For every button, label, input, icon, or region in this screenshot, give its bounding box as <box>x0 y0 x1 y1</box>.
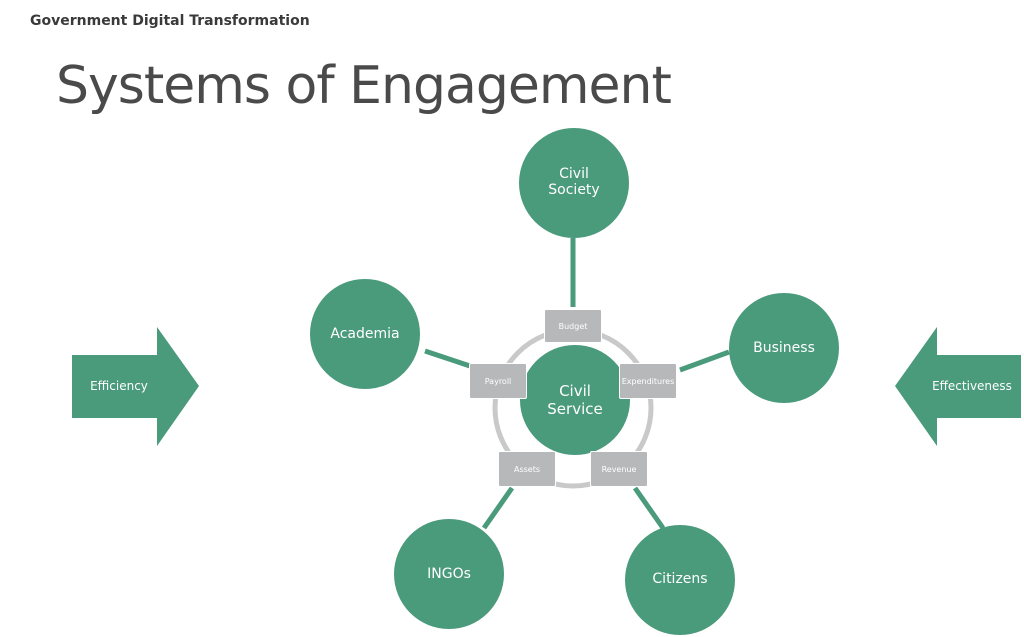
node-business <box>729 293 839 403</box>
slide-title: Systems of Engagement <box>56 56 672 116</box>
connector-citizens <box>632 486 666 530</box>
effectiveness-label: Effectiveness <box>932 379 1012 393</box>
node-ingos <box>394 519 504 629</box>
node-citizens <box>625 525 735 635</box>
connector-ingos <box>481 486 515 530</box>
function-box-assets: Assets <box>498 451 556 487</box>
header-subtitle: Government Digital Transformation <box>30 13 310 29</box>
function-box-revenue: Revenue <box>590 451 648 487</box>
node-academia <box>310 279 420 389</box>
revenue-label: Revenue <box>601 464 637 474</box>
expenditures-label: Expenditures <box>621 376 675 386</box>
effectiveness-arrow <box>895 327 1021 446</box>
efficiency-arrow <box>72 327 199 446</box>
connector-business <box>679 349 730 373</box>
connector-academia <box>424 348 471 369</box>
node-civil-society <box>519 128 629 238</box>
center-node <box>520 345 630 455</box>
payroll-label: Payroll <box>484 376 512 386</box>
function-box-expenditures: Expenditures <box>619 363 677 399</box>
budget-label: Budget <box>558 321 588 331</box>
function-box-payroll: Payroll <box>469 363 527 399</box>
efficiency-label: Efficiency <box>90 379 148 393</box>
function-box-budget: Budget <box>544 309 602 343</box>
assets-label: Assets <box>513 464 541 474</box>
